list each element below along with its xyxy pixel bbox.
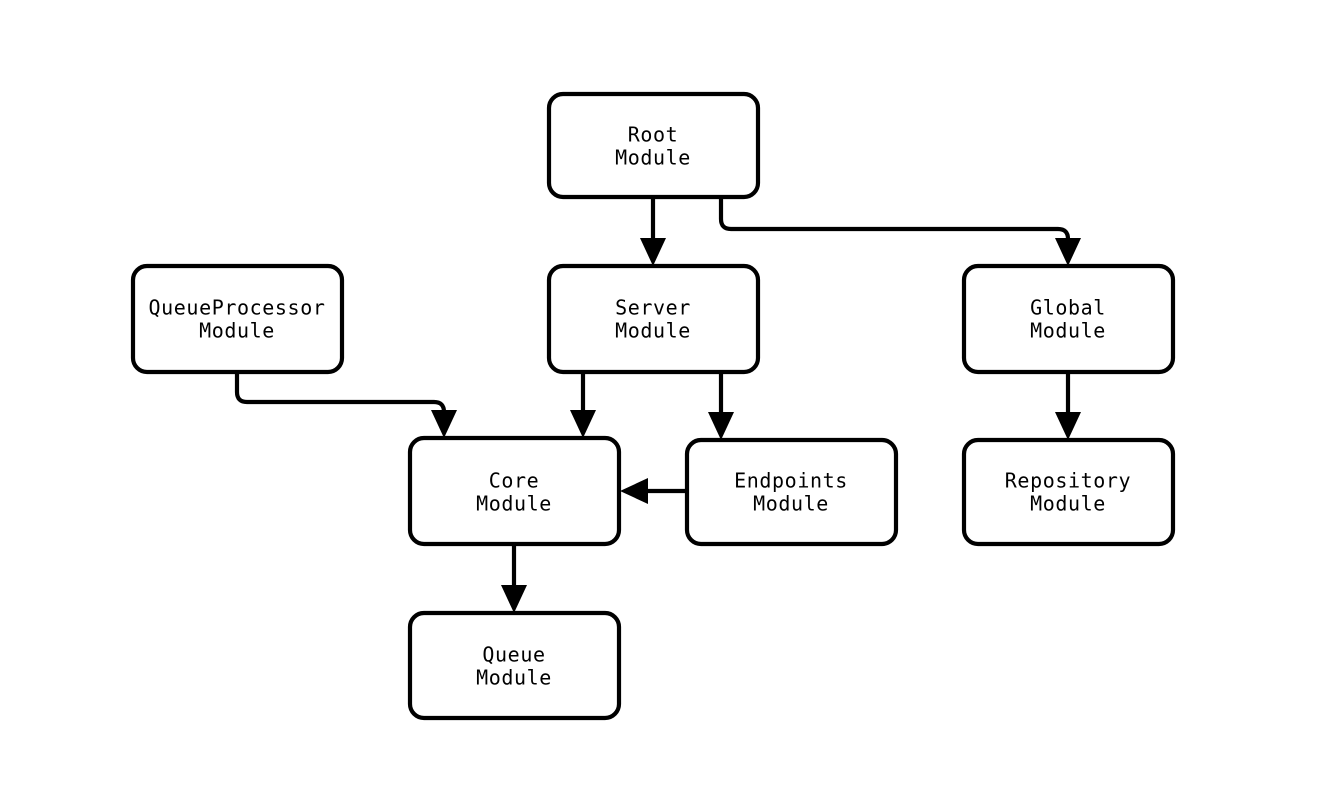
node-queue-module-label-line1: Queue xyxy=(482,643,545,667)
edge-root-to-global-arrowhead xyxy=(1055,238,1081,266)
edge-core-to-queue xyxy=(501,544,527,613)
edge-queueprocessor-to-core-line xyxy=(234,372,447,415)
node-endpoints-module-box[interactable] xyxy=(684,437,899,547)
edge-core-to-queue-arrowhead xyxy=(501,585,527,613)
edge-queueprocessor-to-core xyxy=(234,372,457,438)
node-queue-module-label-line2: Module xyxy=(476,666,552,690)
node-repository-module-label-line1: Repository xyxy=(1005,469,1131,493)
edge-queueprocessor-to-core-arrowhead xyxy=(431,410,457,438)
node-global-module-label-line2: Module xyxy=(1030,319,1106,343)
node-root-module[interactable]: Root Module xyxy=(546,91,761,200)
node-endpoints-module-label-line1: Endpoints xyxy=(734,469,848,493)
node-global-module-box[interactable] xyxy=(961,263,1176,375)
edge-root-to-global xyxy=(718,197,1081,266)
edge-server-to-core xyxy=(570,372,596,438)
node-repository-module[interactable]: Repository Module xyxy=(961,437,1176,547)
node-repository-module-label-line2: Module xyxy=(1030,492,1106,516)
node-core-module-box[interactable] xyxy=(407,435,622,547)
edge-root-to-server xyxy=(640,197,666,266)
node-queueprocessor-module[interactable]: QueueProcessor Module xyxy=(130,263,345,375)
node-endpoints-module[interactable]: Endpoints Module xyxy=(684,437,899,547)
edge-server-to-core-arrowhead xyxy=(570,410,596,438)
node-server-module-label-line1: Server xyxy=(615,296,691,320)
node-queue-module-box[interactable] xyxy=(407,610,622,721)
node-core-module-label-line1: Core xyxy=(489,469,540,493)
node-repository-module-box[interactable] xyxy=(961,437,1176,547)
node-global-module-label-line1: Global xyxy=(1030,296,1106,320)
edge-global-to-repository xyxy=(1055,372,1081,440)
edge-global-to-repository-arrowhead xyxy=(1055,412,1081,440)
node-root-module-box[interactable] xyxy=(546,91,761,200)
node-queueprocessor-module-box[interactable] xyxy=(130,263,345,375)
node-core-module[interactable]: Core Module xyxy=(407,435,622,547)
edge-endpoints-to-core xyxy=(620,478,686,504)
edge-endpoints-to-core-arrowhead xyxy=(620,478,648,504)
node-endpoints-module-label-line2: Module xyxy=(753,492,829,516)
edge-root-to-global-line xyxy=(718,197,1071,243)
node-queue-module[interactable]: Queue Module xyxy=(407,610,622,721)
node-core-module-label-line2: Module xyxy=(476,492,552,516)
edge-server-to-endpoints-arrowhead xyxy=(708,412,734,440)
edge-server-to-endpoints xyxy=(708,372,734,440)
node-queueprocessor-module-label-line1: QueueProcessor xyxy=(149,296,326,320)
node-root-module-label-line1: Root xyxy=(628,123,679,147)
node-queueprocessor-module-label-line2: Module xyxy=(199,319,275,343)
node-server-module-box[interactable] xyxy=(546,263,761,375)
node-server-module-label-line2: Module xyxy=(615,319,691,343)
node-global-module[interactable]: Global Module xyxy=(961,263,1176,375)
edge-root-to-server-arrowhead xyxy=(640,238,666,266)
node-root-module-label-line2: Module xyxy=(615,146,691,170)
node-server-module[interactable]: Server Module xyxy=(546,263,761,375)
